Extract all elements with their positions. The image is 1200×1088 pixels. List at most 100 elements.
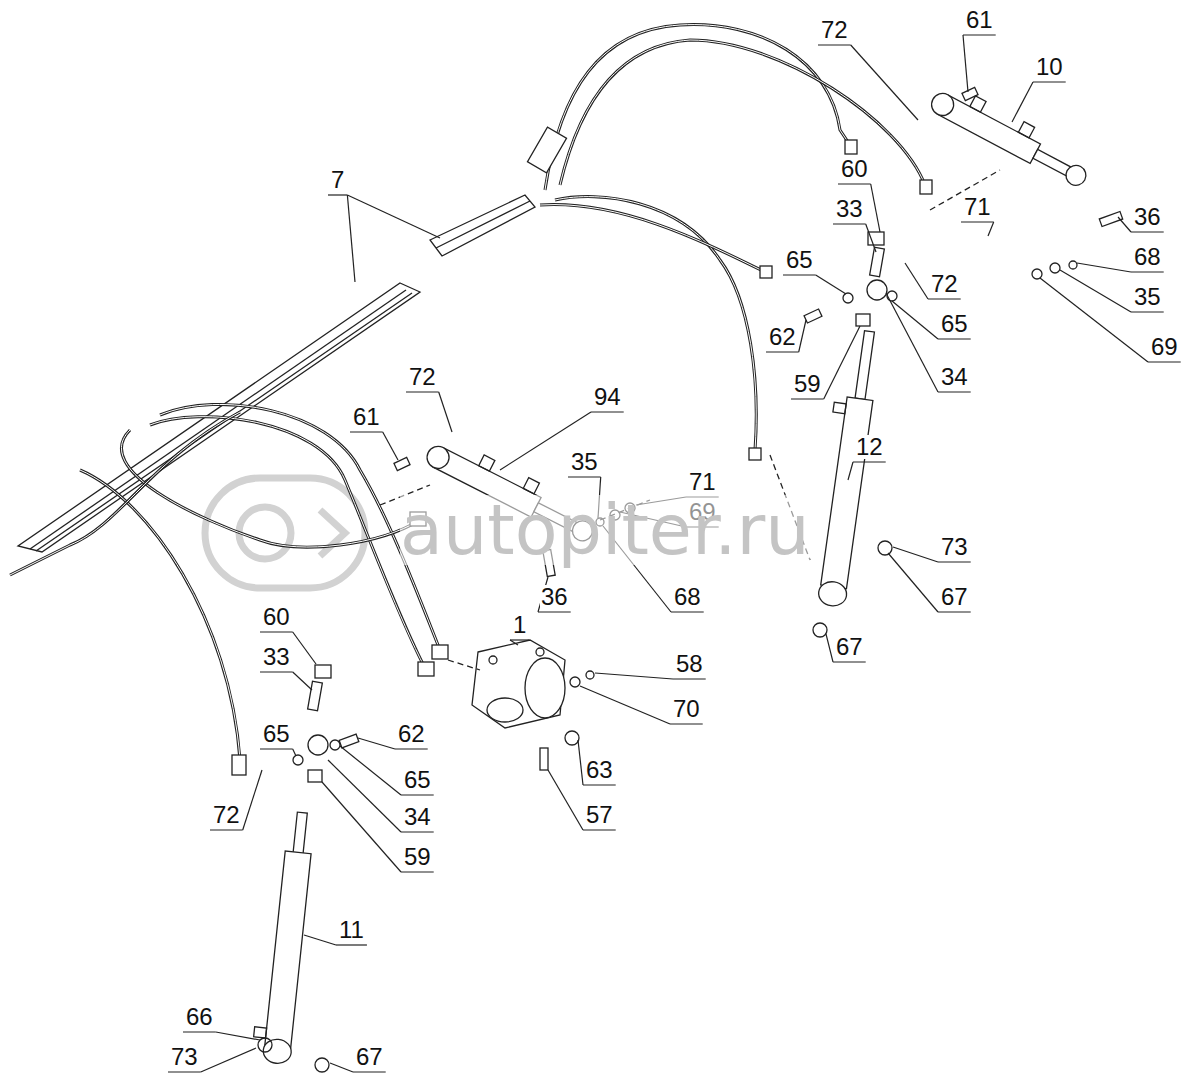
leader-line bbox=[328, 194, 347, 195]
callout-number: 62 bbox=[397, 722, 426, 746]
callout-number: 73 bbox=[170, 1045, 199, 1069]
leader-line bbox=[988, 222, 994, 236]
leader-line bbox=[938, 611, 971, 612]
leader-line bbox=[799, 320, 806, 352]
leader-line bbox=[591, 411, 624, 412]
leader-line bbox=[293, 672, 312, 690]
leader-line bbox=[826, 634, 833, 662]
callout-number: 65 bbox=[403, 768, 432, 792]
callout-number: 60 bbox=[840, 157, 869, 181]
callout-number: 34 bbox=[403, 805, 432, 829]
callout-number: 66 bbox=[185, 1005, 214, 1029]
leader-line bbox=[439, 392, 452, 432]
callout-number: 11 bbox=[338, 918, 365, 942]
callout-number: 57 bbox=[585, 803, 614, 827]
callout-number: 65 bbox=[785, 248, 814, 272]
leader-line bbox=[833, 223, 866, 224]
callout-number: 7 bbox=[330, 168, 345, 192]
callout-number: 33 bbox=[262, 645, 291, 669]
leader-line bbox=[1131, 231, 1164, 232]
leader-line bbox=[401, 794, 434, 795]
leader-line bbox=[583, 784, 616, 785]
callout-number: 35 bbox=[1133, 285, 1162, 309]
leader-line bbox=[851, 45, 918, 120]
leader-line bbox=[595, 673, 673, 679]
callout-number: 1 bbox=[512, 613, 527, 637]
leader-line bbox=[328, 760, 401, 832]
leader-line bbox=[336, 944, 367, 945]
callout-number: 33 bbox=[835, 197, 864, 221]
leader-line bbox=[961, 221, 994, 222]
leader-line bbox=[1060, 270, 1131, 312]
callout-number: 62 bbox=[768, 325, 797, 349]
callout-number: 60 bbox=[262, 605, 291, 629]
leader-line bbox=[510, 640, 518, 645]
callout-number: 67 bbox=[355, 1045, 384, 1069]
leader-line bbox=[905, 263, 928, 299]
leader-line bbox=[401, 871, 434, 872]
leader-line bbox=[838, 183, 871, 184]
leader-line bbox=[1040, 278, 1148, 362]
leader-line bbox=[580, 686, 670, 724]
leader-line bbox=[1118, 217, 1131, 232]
leader-line bbox=[888, 553, 938, 612]
leader-line bbox=[330, 1063, 353, 1072]
leader-line bbox=[201, 1048, 256, 1072]
callout-number: 58 bbox=[675, 652, 704, 676]
callout-number: 68 bbox=[673, 585, 702, 609]
callout-number: 70 bbox=[672, 697, 701, 721]
leader-line bbox=[347, 195, 440, 238]
leader-line bbox=[583, 829, 616, 830]
leader-line bbox=[395, 748, 428, 749]
leader-line bbox=[783, 274, 816, 275]
leader-line bbox=[322, 782, 401, 872]
leader-line bbox=[673, 678, 706, 679]
leader-line bbox=[853, 461, 886, 462]
callout-number: 59 bbox=[403, 845, 432, 869]
leader-line bbox=[578, 740, 583, 785]
leader-line bbox=[886, 293, 938, 392]
callout-number: 67 bbox=[940, 585, 969, 609]
callout-number: 69 bbox=[1150, 335, 1179, 359]
callout-number: 72 bbox=[820, 18, 849, 42]
leader-line bbox=[243, 770, 262, 830]
leader-line bbox=[538, 611, 571, 612]
leader-line bbox=[1033, 81, 1066, 82]
leader-line bbox=[210, 829, 243, 830]
leader-line bbox=[866, 224, 876, 252]
leader-line bbox=[340, 746, 401, 795]
leader-line bbox=[183, 1031, 216, 1032]
callout-number: 72 bbox=[930, 272, 959, 296]
leader-line bbox=[766, 351, 799, 352]
leader-line bbox=[216, 1032, 260, 1040]
callout-number: 36 bbox=[540, 585, 569, 609]
leader-line bbox=[353, 1071, 386, 1072]
callout-number: 72 bbox=[212, 803, 241, 827]
leader-line bbox=[383, 432, 398, 460]
leader-line bbox=[347, 195, 355, 282]
leader-line bbox=[818, 44, 851, 45]
leader-line bbox=[848, 462, 853, 480]
callout-number: 65 bbox=[940, 312, 969, 336]
leader-line bbox=[304, 935, 336, 945]
leader-line bbox=[293, 632, 316, 664]
leader-line bbox=[892, 301, 938, 339]
leader-line bbox=[401, 831, 434, 832]
leader-line bbox=[260, 671, 293, 672]
callout-number: 63 bbox=[585, 758, 614, 782]
callout-number: 73 bbox=[940, 535, 969, 559]
leader-line bbox=[260, 631, 293, 632]
callout-number: 10 bbox=[1035, 55, 1064, 79]
leader-line bbox=[350, 431, 383, 432]
leader-line bbox=[1131, 271, 1164, 272]
leader-line bbox=[963, 35, 968, 92]
callout-number: 36 bbox=[1133, 205, 1162, 229]
callout-number: 65 bbox=[262, 722, 291, 746]
callout-number: 94 bbox=[593, 385, 622, 409]
leader-line bbox=[963, 34, 996, 35]
leader-line bbox=[671, 611, 704, 612]
leader-line bbox=[871, 184, 880, 232]
callout-number: 71 bbox=[963, 195, 992, 219]
callout-number: 59 bbox=[793, 372, 822, 396]
